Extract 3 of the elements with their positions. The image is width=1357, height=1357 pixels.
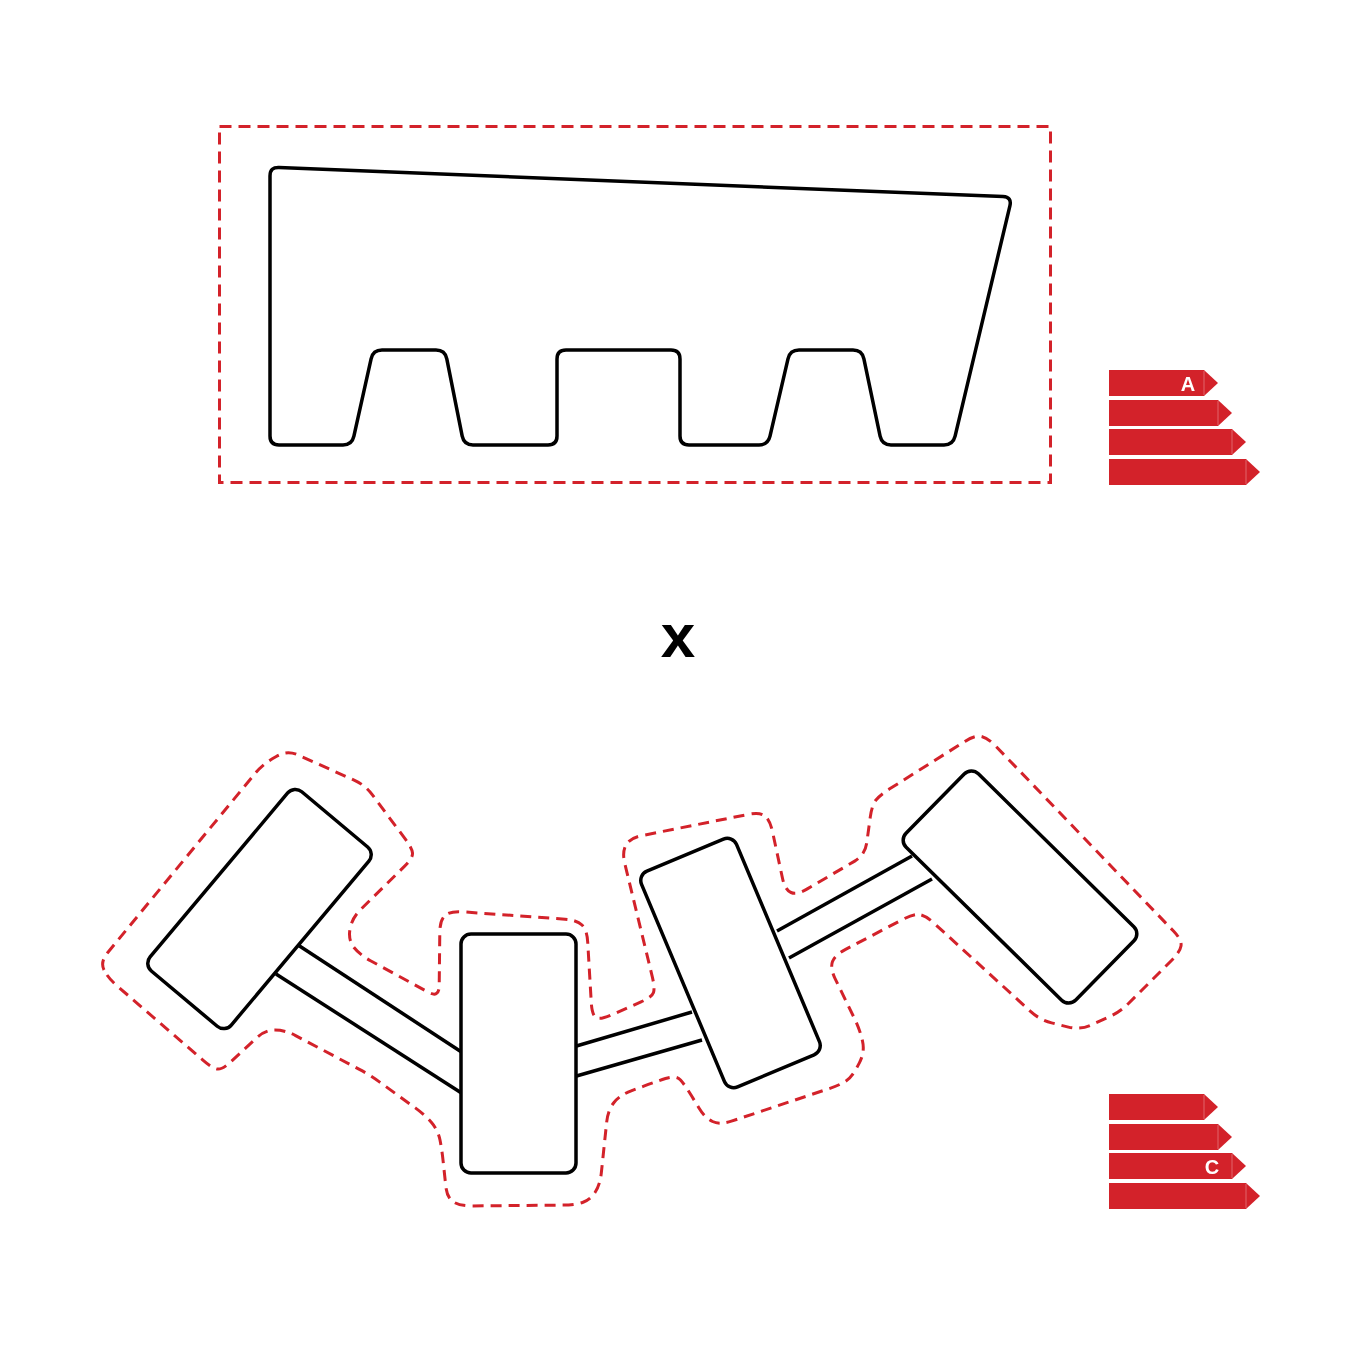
rating-letter: C xyxy=(1204,1157,1220,1177)
rating-letter: A xyxy=(1180,374,1196,394)
multiplication-sign: x xyxy=(660,605,696,667)
